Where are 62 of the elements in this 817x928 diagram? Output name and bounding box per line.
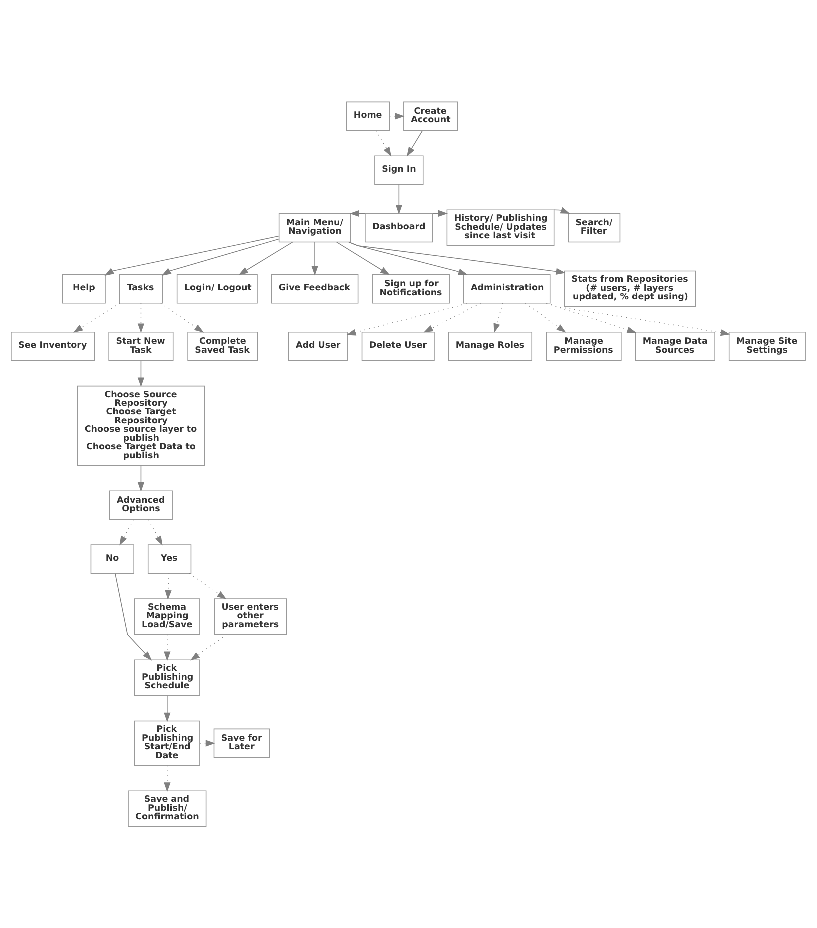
node-box: Manage Roles	[448, 331, 533, 361]
node-box: Manage Site Settings	[728, 331, 806, 361]
node-box: Search/ Filter	[568, 212, 621, 242]
node-box: Main Menu/ Navigation	[278, 212, 352, 242]
node-box: Pick Publishing Start/End Date	[134, 720, 200, 766]
arrow	[104, 235, 280, 276]
node-box: Delete User	[362, 331, 435, 361]
arrow	[164, 765, 171, 792]
arrow	[348, 241, 566, 275]
arrow	[162, 238, 280, 276]
node-box: Save for Later	[214, 728, 270, 758]
node-box: Advanced Options	[109, 490, 173, 520]
arrow	[120, 519, 134, 546]
node-box: Save and Publish/ Confirmation	[128, 790, 207, 827]
arrow	[396, 184, 403, 214]
node-box: Choose Source Repository Choose Target Repository Choose source layer to publish Choose Target Data to publish	[77, 385, 206, 466]
node-box: Administration	[463, 274, 551, 304]
arrow	[376, 130, 392, 156]
arrow	[312, 241, 318, 276]
arrow	[189, 572, 227, 600]
arrow	[138, 360, 145, 387]
node-box: Start New Task	[108, 331, 174, 361]
arrow	[546, 302, 730, 336]
node-box: See Inventory	[11, 331, 96, 361]
node-box: Pick Publishing Schedule	[134, 659, 200, 696]
arrow	[200, 740, 216, 746]
arrow	[525, 302, 566, 332]
arrow	[165, 572, 172, 600]
node-box: Login/ Logout	[176, 274, 258, 304]
node-box: Manage Permissions	[546, 331, 622, 361]
node-box: Sign In	[374, 155, 424, 185]
node-box: Stats from Repositories (# users, # layers updated, % dept using)	[564, 270, 696, 307]
arrow	[115, 572, 152, 660]
arrow	[164, 634, 171, 661]
node-box: Sign up for Notifications	[372, 274, 450, 304]
arrow	[148, 519, 163, 546]
node-box: Help	[62, 274, 106, 304]
arrow	[424, 302, 482, 332]
node-box: Give Feedback	[271, 274, 359, 304]
node-box: User enters other parameters	[214, 598, 288, 635]
node-box: Add User	[288, 331, 348, 361]
node-box: Yes	[148, 544, 192, 574]
node-box: Manage Data Sources	[635, 331, 716, 361]
arrow	[160, 302, 204, 332]
node-box: Home	[346, 101, 390, 131]
node-box: Tasks	[119, 274, 164, 304]
arrow	[406, 130, 423, 156]
arrow	[74, 302, 120, 332]
arrow	[138, 465, 145, 492]
node-box: No	[90, 544, 134, 574]
arrow	[346, 302, 468, 336]
node-box: Complete Saved Task	[188, 331, 258, 361]
arrow	[336, 241, 390, 275]
arrow	[190, 634, 228, 660]
arrow	[494, 302, 504, 333]
arrow	[164, 695, 171, 722]
arrow	[238, 241, 294, 275]
node-box: Dashboard	[365, 212, 434, 242]
node-box: Create Account	[404, 101, 458, 131]
node-box: Schema Mapping Load/Save	[134, 598, 200, 635]
node-box: History/ Publishing Schedule/ Updates since last visit	[446, 209, 555, 246]
arrow	[138, 302, 145, 333]
